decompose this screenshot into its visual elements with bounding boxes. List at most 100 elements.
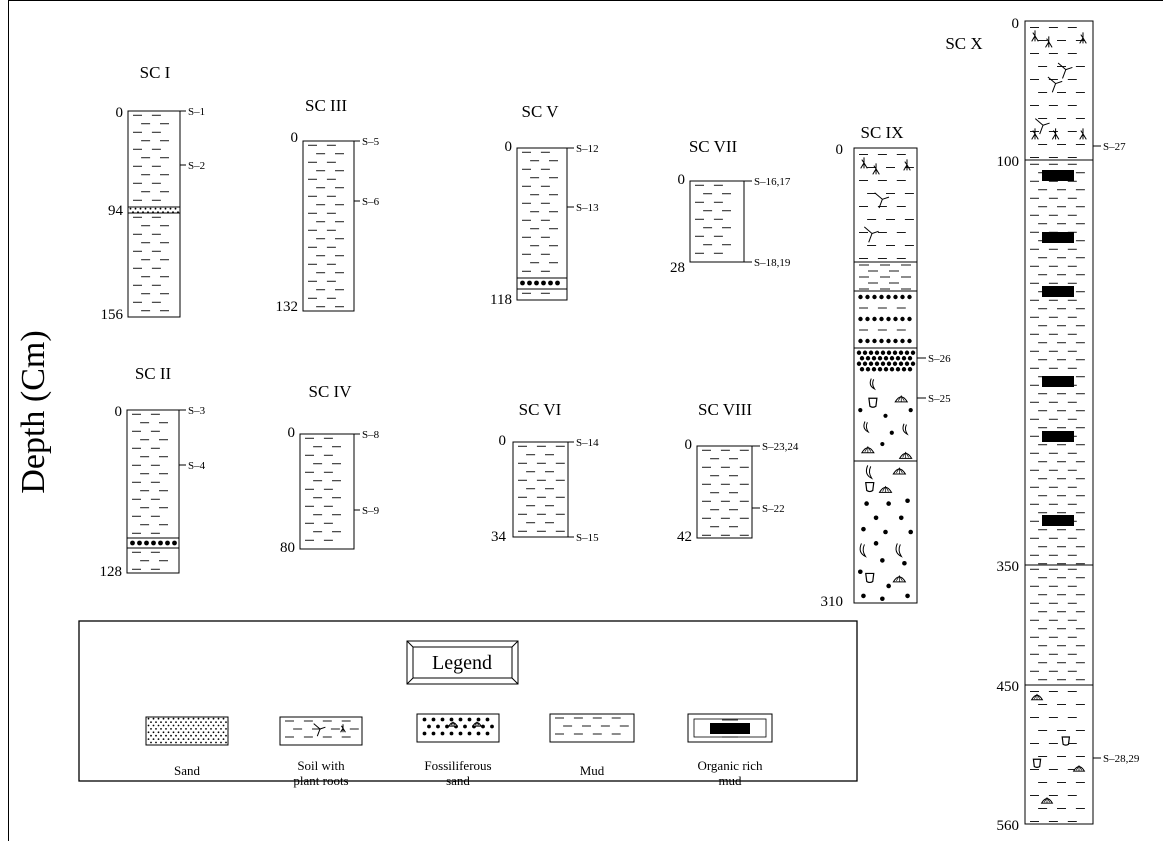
lithology-fill-mud: [133, 114, 169, 201]
lithology-fill-fossilsmall: [422, 717, 494, 736]
sample-label: S–22: [762, 503, 785, 515]
sample-label: S–6: [362, 196, 380, 208]
depth-label: 0: [288, 425, 296, 441]
depth-label: 560: [997, 818, 1020, 834]
core-title: SC VII: [689, 137, 738, 156]
lithology-fill-mudtight: [859, 264, 911, 290]
lithology-fill-mud: [133, 216, 169, 312]
sample-label: S–8: [362, 429, 380, 441]
lithology-fill-mud: [702, 449, 749, 536]
core-column: [512, 441, 569, 538]
depth-label: 0: [499, 433, 507, 449]
figure-frame: [8, 0, 1163, 841]
core-sc-viii: SC VIII 0 42 S–23,24 S–22: [677, 400, 799, 545]
organic-layer: [1042, 515, 1074, 526]
sample-label: S–4: [188, 460, 206, 472]
core-sc-vii: SC VII 0 28 S–16,17 S–18,19: [670, 137, 791, 276]
sample-label: S–27: [1103, 141, 1126, 153]
depth-label: 118: [490, 292, 512, 308]
depth-label: 94: [108, 203, 124, 219]
core-column: [853, 147, 918, 604]
lithology-fill-mud: [1030, 568, 1085, 681]
core-sc-ix: SC IX 0 310 S–26 S–25: [821, 123, 952, 610]
core-title: SC I: [140, 63, 171, 82]
sample-label: S–15: [576, 532, 599, 544]
core-column: [302, 140, 355, 312]
organic-layer: [1042, 431, 1074, 442]
lithology-fill-dotsrow: [130, 540, 177, 546]
depth-label: 0: [291, 130, 299, 146]
sample-label: S–14: [576, 437, 599, 449]
core-sc-v: SC V 0 118 S–12 S–13: [490, 102, 599, 308]
depth-label: 0: [505, 139, 513, 155]
sample-label: S–25: [928, 393, 951, 405]
organic-layer: [1042, 232, 1074, 243]
lithology-fill-mud: [522, 151, 558, 272]
core-sc-vi: SC VI 0 34 S–14 S–15: [491, 400, 599, 545]
lithology-fill-mudsmall: [555, 717, 629, 735]
core-column: [696, 445, 753, 539]
sample-label: S–3: [188, 405, 206, 417]
core-column: [689, 180, 745, 263]
core-column: [127, 110, 181, 318]
core-sc-iv: SC IV 0 80 S–8 S–9: [280, 382, 380, 556]
lithology-fill-mud: [308, 144, 344, 308]
depth-label: 34: [491, 529, 507, 545]
depth-label: 310: [821, 594, 844, 610]
depth-label: 0: [115, 404, 123, 420]
sample-label: S–18,19: [754, 257, 791, 269]
svg-text:Sand: Sand: [174, 763, 201, 778]
lithology-fill-fossilmud: [1030, 691, 1086, 822]
lithology-fill-fossil2: [858, 465, 913, 602]
lithology-fill-fossil: [856, 350, 916, 459]
lithology-fill-mud: [1030, 163, 1085, 565]
lithology-fill-mud: [132, 551, 168, 570]
depth-label: 450: [997, 679, 1020, 695]
legend-title: Legend: [406, 640, 519, 685]
depth-label: 128: [100, 564, 123, 580]
core-sc-i: SC I 0 94 156 S–1 S–2: [101, 63, 206, 323]
lithology-fill-sandmud: [858, 294, 912, 344]
core-sc-iii: SC III 0 132 S–5 S–6: [276, 96, 380, 315]
lithology-fill-mud: [695, 184, 731, 254]
sample-label: S–13: [576, 202, 599, 214]
core-column: [516, 147, 568, 301]
core-column: [299, 433, 355, 550]
sample-label: S–28,29: [1103, 753, 1140, 765]
sample-label: S–16,17: [754, 176, 791, 188]
core-title: SC IV: [309, 382, 353, 401]
lithology-fill-mud: [132, 413, 168, 534]
core-title: SC VI: [519, 400, 562, 419]
sample-label: S–2: [188, 160, 205, 172]
depth-label: 100: [997, 154, 1020, 170]
core-title: SC II: [135, 364, 172, 383]
depth-label: 156: [101, 307, 124, 323]
svg-text:Mud: Mud: [580, 763, 605, 778]
core-sc-x: SC X 0 100 350 450 560 S–27 S–28,29: [945, 16, 1140, 834]
depth-label: 132: [276, 299, 299, 315]
sample-label: S–5: [362, 136, 380, 148]
depth-label: 28: [670, 260, 685, 276]
organic-layer: [1042, 376, 1074, 387]
depth-label: 350: [997, 559, 1020, 575]
core-title: SC X: [945, 34, 982, 53]
depth-label: 0: [116, 105, 124, 121]
lithology-fill-mud: [305, 437, 341, 541]
lithology-fill-mud: [518, 445, 565, 532]
depth-label: 0: [678, 172, 686, 188]
lithology-fill-soilsmall: [285, 720, 359, 738]
organic-layer: [1042, 170, 1074, 181]
core-sc-ii: SC II 0 128 S–3 S–4: [100, 364, 206, 580]
sample-label: S–23,24: [762, 441, 799, 453]
lithology-fill-soil: [859, 154, 914, 259]
depth-label: 0: [836, 142, 844, 158]
lithology-fill-sanddense: [129, 207, 179, 214]
depth-label: 0: [1012, 16, 1020, 32]
sample-label: S–26: [928, 353, 951, 365]
depth-label: 42: [677, 529, 692, 545]
